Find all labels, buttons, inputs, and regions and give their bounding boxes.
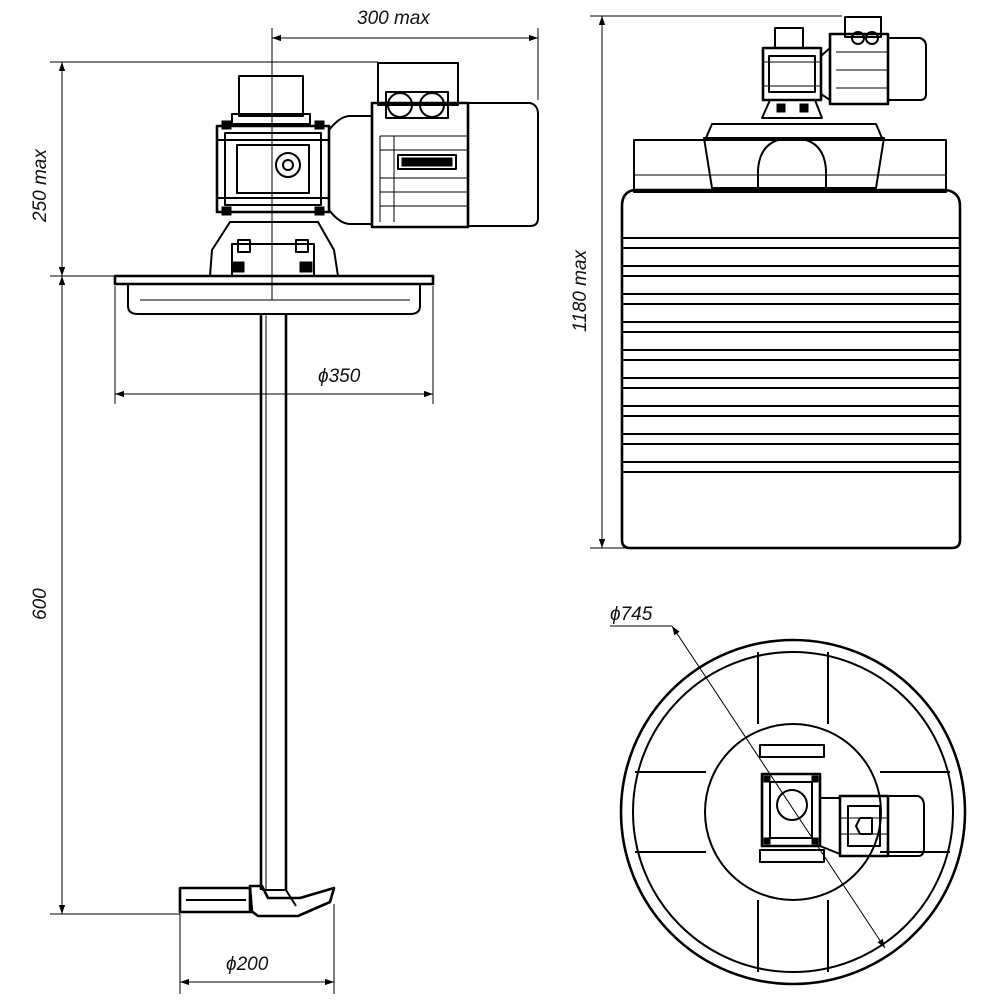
- dim-tank-height: 1180 max: [570, 15, 842, 549]
- dim-shaft-length: 600: [30, 276, 180, 915]
- electric-motor: [328, 62, 539, 229]
- dim-tank-height-label: 1180 max: [570, 248, 591, 332]
- tank-drive-unit: [761, 16, 927, 119]
- dim-impeller-diameter-label: ϕ200: [226, 954, 269, 975]
- tank-side-view: 1180 max: [570, 15, 962, 550]
- mounting-disc: [113, 274, 435, 315]
- dim-disc-diameter-label: ϕ350: [318, 366, 361, 387]
- dim-drive-height-label: 250 max: [30, 148, 51, 223]
- dim-motor-width-label: 300 max: [357, 8, 431, 29]
- dim-disc-diameter: ϕ350: [114, 286, 434, 404]
- dim-drive-height: 250 max: [30, 61, 378, 277]
- mixer-shaft: [259, 314, 288, 890]
- dim-tank-diameter: ϕ745: [610, 604, 886, 949]
- top-drive-unit: [759, 744, 925, 863]
- impeller: [178, 884, 336, 918]
- dim-impeller-diameter: ϕ200: [179, 904, 335, 994]
- mixer-front-view: 300 max 250 max ϕ350 600 ϕ200: [30, 8, 539, 994]
- dim-tank-diameter-label: ϕ745: [610, 604, 653, 625]
- dim-shaft-length-label: 600: [30, 588, 51, 620]
- gearbox: [215, 75, 331, 216]
- mount-bracket: [209, 221, 339, 277]
- tank-top-view: ϕ745: [610, 604, 967, 986]
- dim-motor-width: 300 max: [271, 8, 539, 300]
- tank-ribs: [621, 237, 961, 473]
